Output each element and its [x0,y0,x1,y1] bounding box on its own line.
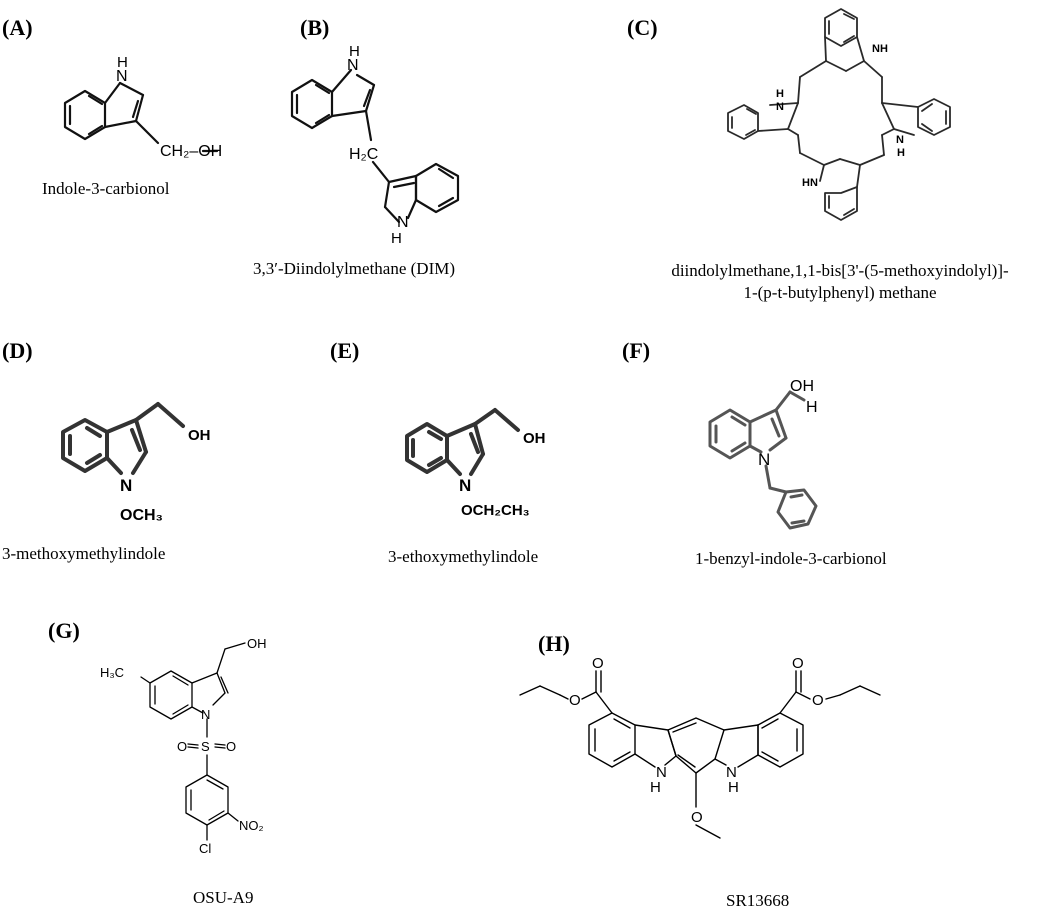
atom-h3c: H₃C [100,665,124,680]
atom-hn-bottom: HN [802,177,818,189]
caption-osu-a9: OSU-A9 [193,888,254,907]
structure-osu-a9: H₃C OH N S O O NO₂ Cl [100,636,267,856]
atom-h2c: H₂C [349,146,378,163]
atom-h: H [806,399,818,416]
atom-o-left: O [177,739,187,754]
structure-sr13668: O O O O N H N H O [519,655,881,839]
panel-label-b: (B) [300,15,330,40]
caption-methoxymethylindole: 3-methoxymethylindole [2,544,166,563]
atom-oh: OH [523,430,546,447]
structure-dim: N H H₂C N H [290,43,460,247]
atom-h-upper: H [349,43,360,60]
caption-benzyl-indole: 1-benzyl-indole-3-carbionol [695,549,887,568]
atom-n-upper: N [347,57,359,74]
atom-h-right: H [897,147,905,159]
atom-n: N [116,68,128,85]
atom-n-lower: N [397,214,409,231]
atom-no2: NO₂ [239,818,264,833]
panel-label-d: (D) [2,338,33,363]
atom-o-ester-left: O [569,692,581,709]
caption-line-1: diindolylmethane,1,1-bis[3'-(5-methoxyin… [671,261,1009,280]
atom-o-carbonyl-left: O [592,655,604,672]
caption-bis-methoxyindolyl: diindolylmethane,1,1-bis[3'-(5-methoxyin… [671,260,1008,304]
atom-och2ch3: OCH₂CH₃ [461,502,530,519]
atom-ch2-oh: CH₂–OH [160,143,222,160]
atom-oh: OH [247,636,267,651]
panel-label-g: (G) [48,618,80,643]
structure-indole-3-carbinol: N H CH₂–OH [63,54,222,160]
atom-h-left: H [776,88,784,100]
caption-line-2: 1-(p-t-butylphenyl) methane [743,283,937,302]
caption-dim: 3,3′-Diindolylmethane (DIM) [253,259,456,278]
caption-indole-3-carbinol: Indole-3-carbionol [42,179,170,198]
atom-o-carbonyl-right: O [792,655,804,672]
panel-label-a: (A) [2,15,33,40]
atom-n-right: N [726,764,737,781]
atom-n: N [120,476,132,495]
atom-och3: OCH₃ [120,507,163,524]
atom-h-lower: H [391,230,402,247]
atom-oh: OH [188,427,211,444]
atom-nh-top: NH [872,43,888,55]
atom-h-right: H [728,779,739,796]
atom-n: N [459,476,471,495]
caption-ethoxymethylindole: 3-ethoxymethylindole [388,547,539,566]
atom-o-right: O [226,739,236,754]
atom-s: S [201,739,210,754]
atom-n-left: N [776,101,784,113]
atom-h: H [117,54,128,71]
atom-n-right: N [896,134,904,146]
atom-n: N [201,707,210,722]
structure-benzyl-indole-carbinol: N OH H [708,378,818,530]
structure-cyclic-tetraindole: NH H N N H HN [727,8,951,221]
atom-cl: Cl [199,841,211,856]
atom-h-left: H [650,779,661,796]
panel-label-f: (F) [622,338,651,363]
caption-sr13668: SR13668 [726,891,790,910]
atom-oh: OH [790,378,814,395]
atom-o-ester-right: O [812,692,824,709]
structure-ethoxymethylindole: N OH OCH₂CH₃ [405,408,546,519]
atom-o-methoxy: O [691,809,703,826]
panel-label-e: (E) [330,338,360,363]
panel-label-c: (C) [627,15,658,40]
panel-label-h: (H) [538,631,570,656]
structure-methoxymethylindole: N OH OCH₃ [61,402,211,524]
atom-n-left: N [656,764,667,781]
atom-n: N [758,450,770,469]
